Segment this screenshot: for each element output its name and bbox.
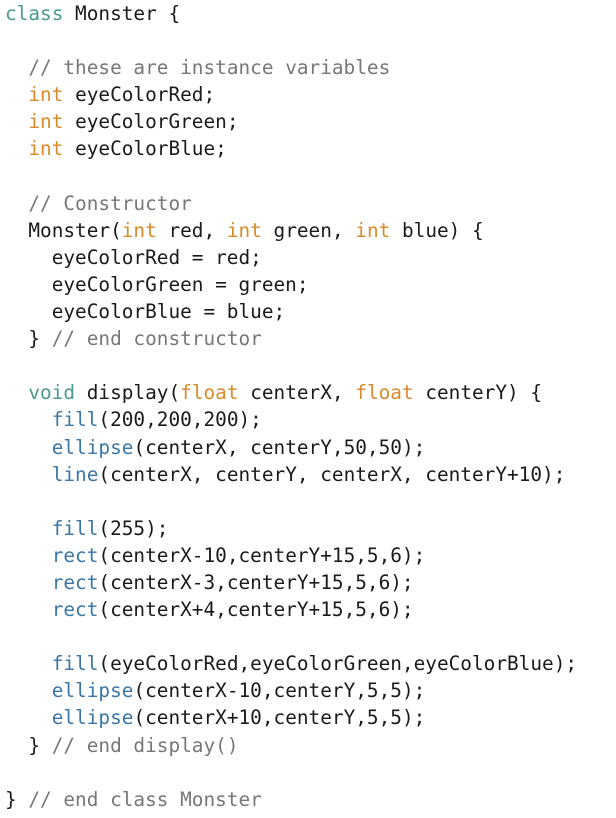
code-text: eyeColorRed; xyxy=(63,83,216,107)
function-token: fill xyxy=(51,652,99,676)
code-line: int eyeColorRed; xyxy=(5,81,616,108)
code-text: } xyxy=(5,733,52,757)
code-line: eyeColorBlue = blue; xyxy=(5,298,616,325)
blank-line xyxy=(5,27,616,54)
code-line: fill(eyeColorRed,eyeColorGreen,eyeColorB… xyxy=(5,650,616,677)
function-token: ellipse xyxy=(51,679,134,703)
code-text: centerY) { xyxy=(413,381,543,405)
code-text xyxy=(5,436,52,459)
code-text: (255); xyxy=(98,516,169,540)
code-text: red, xyxy=(156,218,227,242)
code-text xyxy=(5,598,52,621)
function-token: ellipse xyxy=(51,435,134,459)
code-line: rect(centerX-3,centerY+15,5,6); xyxy=(5,569,616,596)
code-text xyxy=(5,137,28,160)
type-token: int xyxy=(28,83,64,107)
comment-token: // end display() xyxy=(51,733,239,757)
code-line: } // end constructor xyxy=(5,325,616,352)
code-text: Monster { xyxy=(63,2,181,25)
code-text xyxy=(5,679,52,702)
blank-line xyxy=(5,623,616,650)
code-text: eyeColorBlue = blue; xyxy=(5,300,286,324)
code-text: eyeColorBlue; xyxy=(63,137,227,161)
function-token: fill xyxy=(51,516,99,540)
code-line: class Monster { xyxy=(5,0,616,27)
code-text xyxy=(5,517,52,540)
keyword-token: void xyxy=(28,381,76,405)
code-text xyxy=(5,571,52,594)
code-line: int eyeColorGreen; xyxy=(5,108,616,135)
blank-line xyxy=(5,352,616,379)
code-text: (centerX-10,centerY+15,5,6); xyxy=(98,543,426,567)
blank-line xyxy=(5,488,616,515)
code-line: eyeColorGreen = green; xyxy=(5,271,616,298)
blank-line xyxy=(5,759,616,786)
code-text xyxy=(5,652,52,675)
blank-line xyxy=(5,163,616,190)
comment-token: // end constructor xyxy=(51,327,262,351)
code-text: (centerX+10,centerY,5,5); xyxy=(133,706,426,730)
code-text xyxy=(5,544,52,567)
type-token: int xyxy=(226,218,262,242)
code-text: eyeColorGreen = green; xyxy=(5,272,309,296)
code-text: centerX, xyxy=(238,381,356,405)
code-text xyxy=(5,192,28,215)
code-text xyxy=(5,463,52,486)
comment-token: // Constructor xyxy=(28,191,192,215)
type-token: int xyxy=(28,137,64,161)
keyword-token: class xyxy=(5,2,64,25)
code-text: eyeColorRed = red; xyxy=(5,245,262,269)
code-text: eyeColorGreen; xyxy=(63,110,239,134)
code-line: ellipse(centerX, centerY,50,50); xyxy=(5,434,616,461)
code-text xyxy=(5,408,52,431)
function-token: rect xyxy=(51,543,99,567)
comment-token: // these are instance variables xyxy=(28,56,391,80)
code-line: Monster(int red, int green, int blue) { xyxy=(5,217,616,244)
code-line: rect(centerX+4,centerY+15,5,6); xyxy=(5,596,616,623)
code-text: } xyxy=(5,327,52,351)
code-text: (centerX-3,centerY+15,5,6); xyxy=(98,570,414,594)
type-token: int xyxy=(121,218,157,242)
function-token: ellipse xyxy=(51,706,134,730)
code-line: int eyeColorBlue; xyxy=(5,135,616,162)
comment-token: // end class Monster xyxy=(28,787,262,811)
function-token: rect xyxy=(51,598,99,622)
code-text xyxy=(5,56,28,79)
code-line: } // end display() xyxy=(5,732,616,759)
code-text: green, xyxy=(261,218,356,242)
code-text: Monster( xyxy=(5,218,122,242)
code-text xyxy=(5,706,52,729)
type-token: int xyxy=(28,110,64,134)
code-line: } // end class Monster xyxy=(5,786,616,813)
code-text: } xyxy=(5,787,29,811)
code-line: // Constructor xyxy=(5,190,616,217)
code-line: line(centerX, centerY, centerX, centerY+… xyxy=(5,461,616,488)
type-token: float xyxy=(180,381,239,405)
code-editor[interactable]: class Monster { // these are instance va… xyxy=(5,0,616,813)
code-text: (eyeColorRed,eyeColorGreen,eyeColorBlue)… xyxy=(98,652,578,676)
code-line: // these are instance variables xyxy=(5,54,616,81)
code-text: display( xyxy=(75,381,181,405)
function-token: fill xyxy=(51,408,99,432)
code-line: rect(centerX-10,centerY+15,5,6); xyxy=(5,542,616,569)
code-text: (centerX-10,centerY,5,5); xyxy=(133,679,426,703)
function-token: line xyxy=(51,462,99,486)
code-text: (centerX, centerY,50,50); xyxy=(133,435,426,459)
code-text xyxy=(5,110,28,133)
code-line: fill(200,200,200); xyxy=(5,406,616,433)
code-text: (centerX+4,centerY+15,5,6); xyxy=(98,598,414,622)
type-token: int xyxy=(355,218,391,242)
code-text xyxy=(5,83,28,106)
code-line: ellipse(centerX-10,centerY,5,5); xyxy=(5,677,616,704)
type-token: float xyxy=(355,381,414,405)
code-text: blue) { xyxy=(390,218,484,242)
code-line: eyeColorRed = red; xyxy=(5,244,616,271)
code-text: (centerX, centerY, centerX, centerY+10); xyxy=(98,462,566,486)
code-text xyxy=(5,381,28,404)
function-token: rect xyxy=(51,570,99,594)
code-line: void display(float centerX, float center… xyxy=(5,379,616,406)
code-line: fill(255); xyxy=(5,515,616,542)
code-line: ellipse(centerX+10,centerY,5,5); xyxy=(5,704,616,731)
code-text: (200,200,200); xyxy=(98,408,262,432)
